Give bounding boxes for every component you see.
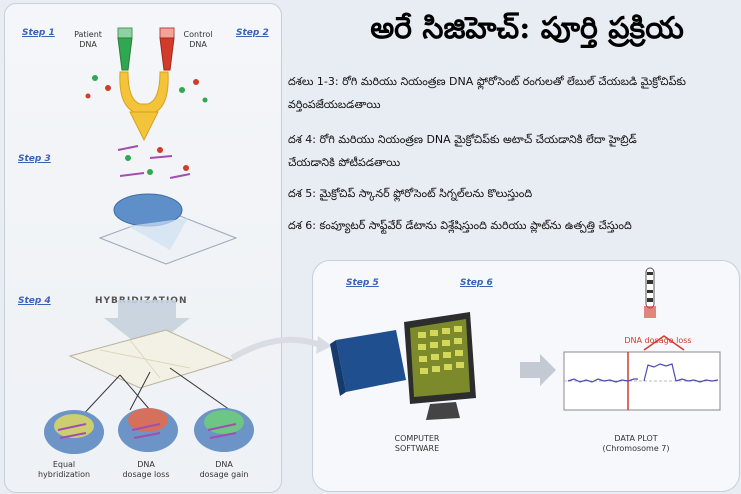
data-plot-label: DATA PLOT(Chromosome 7) [602,434,670,453]
step-1-label: Step 1 [22,28,55,38]
step-4-label: Step 4 [18,296,51,306]
step-text-4b: చేయడానికి పోటీపడతాయి [288,156,401,169]
step-text-5: దశ 5: మైక్రోచిప్ స్కానర్ ఫ్లోరోసెంట్ సిగ… [288,187,533,200]
step-5-label: Step 5 [346,278,379,288]
left-panel [4,3,282,493]
hybridization-label: HYBRIDIZATION [95,296,188,306]
step-2-label: Step 2 [236,28,269,38]
step-3-label: Step 3 [18,154,51,164]
step-6-label: Step 6 [460,278,493,288]
right-bottom-panel [312,260,740,492]
step-text-6: దశ 6: కంప్యూటర్ సాఫ్ట్‌వేర్ డేటాను విశ్ల… [288,219,632,232]
page-title: అరే సిజిహెచ్: పూర్తి ప్రక్రియ [370,11,684,46]
step-text-4a: దశ 4: రోగి మరియు నియంత్రణ DNA మైక్రోచిప్… [288,133,637,146]
step-text-1-3b: వర్తింపజేయబడతాయి [288,98,381,111]
dna-dosage-loss-annotation: DNA dosage loss [624,336,692,345]
step-text-1-3a: దశలు 1-3: రోగి మరియు నియంత్రణ DNA ఫ్లోరో… [288,75,686,88]
